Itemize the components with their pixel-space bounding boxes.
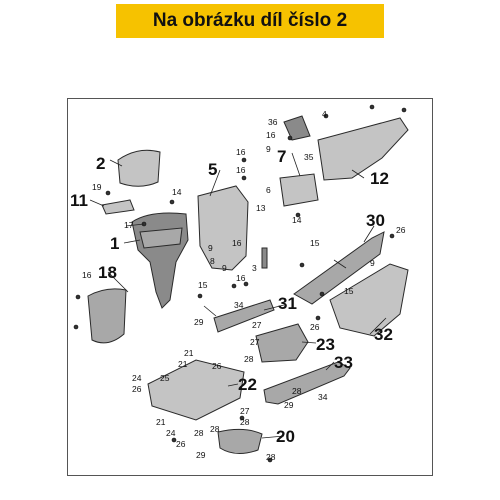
part-label-29-mid: 29 — [284, 400, 294, 410]
banner-title: Na obrázku díl číslo 2 — [152, 10, 348, 31]
part-label-5: 5 — [208, 160, 217, 179]
part-label-27-top: 27 — [252, 320, 262, 330]
part-label-28-b: 28 — [292, 386, 302, 396]
part-label-14-mid: 14 — [292, 215, 302, 225]
part-label-15-rear: 15 — [344, 286, 354, 296]
part-label-14-top: 14 — [172, 187, 182, 197]
part-label-28-a: 28 — [244, 354, 254, 364]
part-1-shape — [131, 212, 189, 309]
part-22-shape — [147, 359, 245, 421]
part-label-18: 18 — [98, 263, 117, 282]
part-36-shape — [283, 115, 311, 141]
part-label-16-mid: 16 — [232, 238, 242, 248]
part-18-shape — [87, 288, 127, 344]
part-label-16-a: 16 — [236, 147, 246, 157]
part-label-29-top: 29 — [194, 317, 204, 327]
part-label-16-top: 16 — [266, 130, 276, 140]
part-label-4: 4 — [322, 109, 327, 119]
part-label-34-bot: 34 — [318, 392, 328, 402]
part-label-24-b: 24 — [166, 428, 176, 438]
part-label-26-e: 26 — [176, 439, 186, 449]
part-label-11: 11 — [70, 191, 88, 210]
part-label-1: 1 — [110, 234, 119, 253]
part-label-26: 26 — [396, 225, 406, 235]
part-label-3: 3 — [252, 263, 257, 273]
part-3-shape — [261, 247, 268, 269]
part-label-9-mid: 9 — [208, 243, 213, 253]
part-label-9-top: 9 — [266, 144, 271, 154]
part-5-shape — [197, 185, 249, 271]
part-label-9-right: 9 — [370, 258, 375, 268]
part-32-shape — [329, 263, 409, 337]
part-label-15-left: 15 — [198, 280, 208, 290]
part-label-19: 19 — [92, 182, 102, 192]
part-label-21-a: 21 — [184, 348, 194, 358]
part-label-26-d: 26 — [132, 384, 142, 394]
part-7-shape — [279, 173, 319, 207]
part-label-36: 36 — [268, 117, 278, 127]
part-label-24-a: 24 — [132, 373, 142, 383]
part-label-27-mid: 27 — [250, 337, 260, 347]
part-label-31: 31 — [278, 294, 297, 313]
part-label-28-f: 28 — [266, 452, 276, 462]
banner: Na obrázku díl číslo 2 — [116, 4, 384, 38]
part-label-32: 32 — [374, 325, 393, 344]
part-label-22: 22 — [238, 375, 257, 394]
part-23-shape — [255, 323, 309, 363]
part-label-12: 12 — [370, 169, 389, 188]
part-33-shape — [263, 361, 351, 405]
part-2-shape — [117, 149, 161, 187]
part-label-21-b: 21 — [178, 359, 188, 369]
diagram-frame — [67, 98, 433, 476]
part-label-26-c: 26 — [212, 361, 222, 371]
part-label-33: 33 — [334, 353, 353, 372]
leader-lines — [89, 152, 387, 439]
part-label-21-c: 21 — [156, 417, 166, 427]
fasteners — [73, 104, 407, 463]
part-label-25: 25 — [160, 373, 170, 383]
part-label-28-e: 28 — [194, 428, 204, 438]
part-label-35: 35 — [304, 152, 314, 162]
part-label-6: 6 — [266, 185, 271, 195]
part-label-15-right: 15 — [310, 238, 320, 248]
part-label-34-top: 34 — [234, 300, 244, 310]
part-20-shape — [217, 428, 263, 454]
part-label-9-b: 9 — [222, 263, 227, 273]
part-label-20: 20 — [276, 427, 295, 446]
part-label-16-d: 16 — [236, 273, 246, 283]
part-label-26-mid: 26 — [310, 322, 320, 332]
part-label-2: 2 — [96, 154, 105, 173]
part-label-23: 23 — [316, 335, 335, 354]
part-label-16-b: 16 — [236, 165, 246, 175]
part-12-shape — [317, 117, 409, 181]
part-label-30: 30 — [366, 211, 385, 230]
part-label-27-bot: 27 — [240, 406, 250, 416]
part-31-shape — [213, 299, 275, 333]
part-label-17: 17 — [124, 220, 134, 230]
part-1-detail — [139, 227, 183, 249]
part-30-shape — [293, 231, 385, 305]
part-label-28-c: 28 — [240, 417, 250, 427]
part-label-16-c: 16 — [82, 270, 92, 280]
part-label-8: 8 — [210, 256, 215, 266]
part-label-7: 7 — [277, 147, 286, 166]
part-11-shape — [101, 199, 135, 215]
part-label-13: 13 — [256, 203, 266, 213]
part-label-28-d: 28 — [210, 424, 220, 434]
part-label-29-bot: 29 — [196, 450, 206, 460]
